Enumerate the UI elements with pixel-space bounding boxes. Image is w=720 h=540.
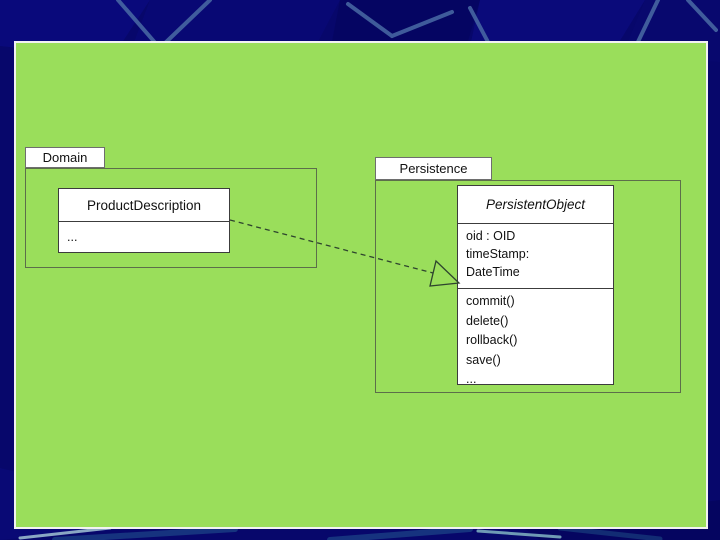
package-body-persistence [375, 180, 681, 393]
package-tab-domain: Domain [25, 147, 105, 168]
class-operations-persistent-object: commit() delete() rollback() save() ... [458, 288, 613, 386]
attribute-line: timeStamp: [466, 247, 530, 261]
package-body-domain [25, 168, 317, 268]
package-label-domain: Domain [42, 150, 88, 165]
class-title-persistent-object: PersistentObject [485, 197, 586, 212]
attribute-line: oid : OID [466, 229, 516, 243]
class-attributes-persistent-object: oid : OID timeStamp: DateTime [458, 223, 613, 288]
operation-line: commit() [466, 294, 515, 308]
uml-class-persistent-object: PersistentObject oid : OID timeStamp: Da… [457, 185, 614, 386]
class-body-product-description: ... [59, 221, 229, 253]
operation-line: rollback() [466, 333, 518, 347]
package-label-persistence: Persistence [399, 161, 468, 176]
package-tab-persistence: Persistence [375, 157, 492, 180]
operation-line: save() [466, 352, 501, 367]
operation-line: ... [466, 372, 477, 386]
attribute-line: DateTime [466, 265, 520, 279]
class-title-product-description: ProductDescription [86, 197, 202, 213]
uml-class-product-description: ProductDescription ... [58, 188, 230, 253]
operation-line: delete() [466, 313, 509, 328]
